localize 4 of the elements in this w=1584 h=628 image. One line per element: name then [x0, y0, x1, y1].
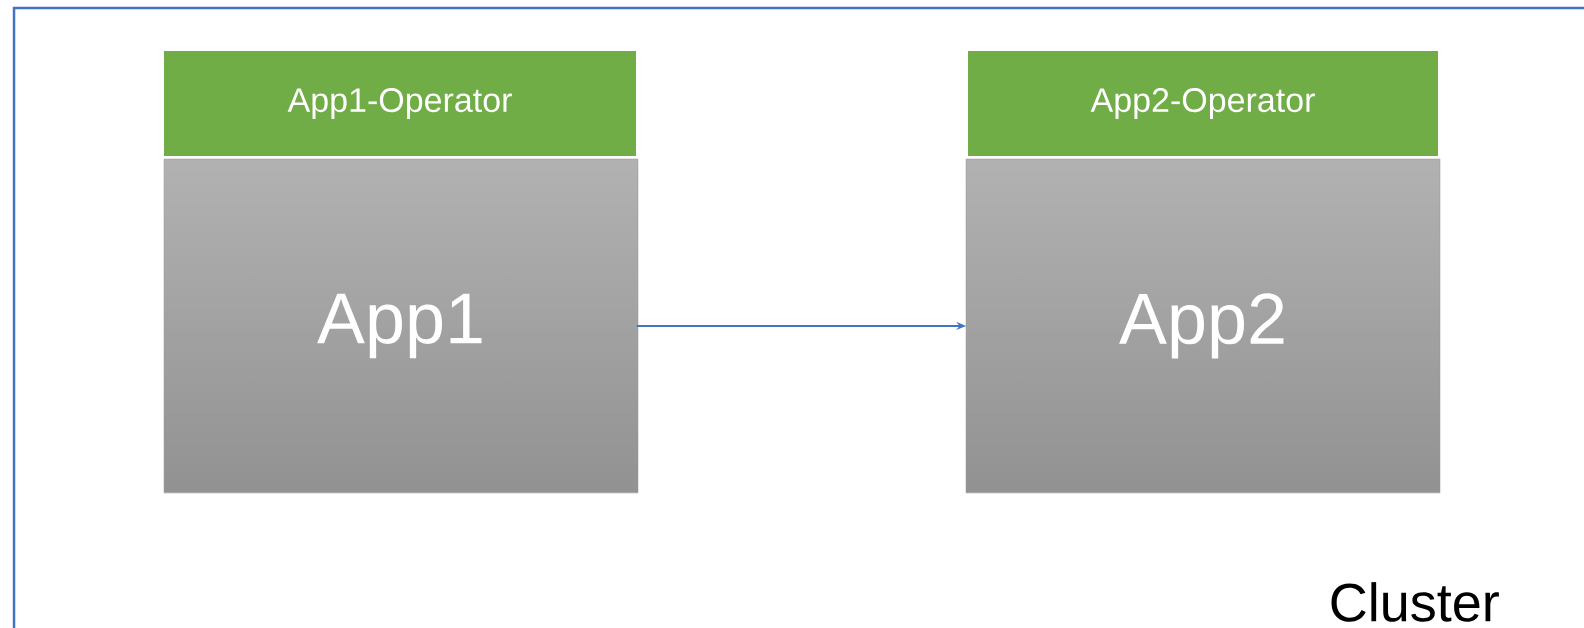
app-box: App1	[163, 158, 639, 494]
operator-box: App2-Operator	[968, 51, 1438, 156]
operator-box: App1-Operator	[164, 51, 636, 156]
app-box: App2	[965, 158, 1441, 494]
